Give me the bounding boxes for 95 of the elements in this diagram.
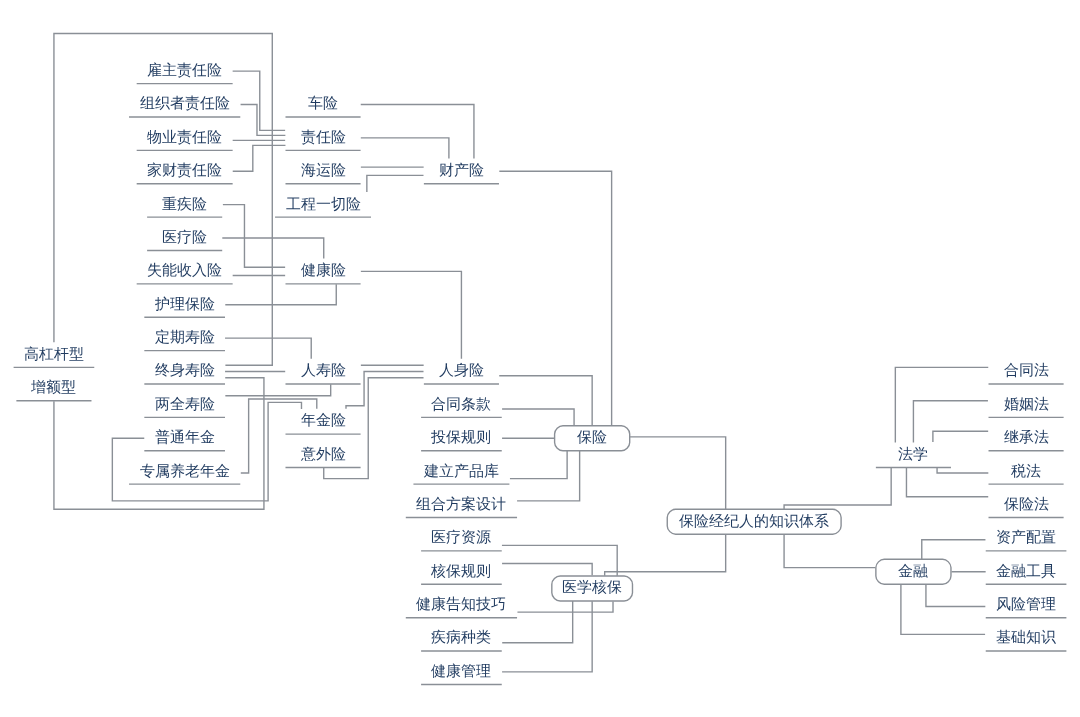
node-text: 两全寿险 — [154, 394, 215, 413]
node-text: 家财责任险 — [147, 160, 223, 179]
node-text: 医疗资源 — [431, 527, 492, 546]
node-text: 普通年金 — [154, 427, 215, 446]
node-text: 定期寿险 — [154, 327, 215, 346]
connector — [53, 32, 273, 366]
connector — [231, 69, 286, 131]
connector — [905, 466, 989, 497]
node-text: 海运险 — [300, 160, 346, 179]
connector — [224, 383, 332, 396]
node-text: 医疗险 — [162, 227, 208, 246]
connector — [501, 562, 593, 576]
connector — [501, 437, 555, 439]
connector — [900, 583, 986, 635]
connector — [501, 599, 593, 673]
connector — [222, 203, 286, 268]
connector — [240, 397, 318, 474]
connector — [360, 270, 463, 360]
node-text: 工程一切险 — [285, 194, 361, 213]
node-text: 组织者责任险 — [139, 93, 230, 112]
connector — [360, 136, 450, 159]
node-text: 保险法 — [1003, 494, 1049, 513]
node-text: 资产配置 — [996, 527, 1057, 546]
node-text: 人身险 — [438, 360, 484, 379]
node-text: 失能收入险 — [147, 260, 223, 279]
connector — [932, 430, 989, 443]
node-text: 高杠杆型 — [23, 344, 84, 363]
connector — [239, 103, 287, 136]
connector — [360, 165, 425, 168]
connector — [224, 370, 286, 372]
connector — [360, 103, 475, 159]
node-text: 年金险 — [300, 410, 346, 429]
connector — [950, 570, 987, 572]
node-box: 金融 — [875, 558, 952, 585]
connector — [516, 449, 581, 502]
node-text: 财产险 — [438, 160, 484, 179]
connector — [232, 144, 287, 172]
node-text: 核保规则 — [431, 561, 492, 580]
node-text: 物业责任险 — [147, 127, 223, 146]
node-text: 意外险 — [300, 444, 346, 463]
connector — [516, 600, 614, 613]
node-text: 雇主责任险 — [147, 60, 223, 79]
connector — [323, 376, 425, 479]
node-text: 健康管理 — [431, 661, 492, 680]
node-text: 专属养老年金 — [139, 461, 230, 480]
connector — [894, 366, 989, 443]
connector — [111, 401, 303, 502]
node-text: 护理保险 — [154, 294, 215, 313]
node-text: 税法 — [1011, 461, 1042, 480]
node-text: 增额型 — [31, 377, 77, 396]
node-box: 保险 — [553, 424, 631, 451]
node-text: 组合方案设计 — [416, 494, 507, 513]
node-text: 婚姻法 — [1003, 394, 1049, 413]
connector — [783, 466, 892, 510]
connector — [231, 274, 286, 276]
connector — [783, 533, 876, 568]
connector — [53, 376, 265, 510]
node-text: 基础知识 — [996, 627, 1057, 646]
connector — [925, 583, 987, 607]
node-text: 风险管理 — [996, 594, 1057, 613]
connector — [501, 544, 618, 576]
node-text: 责任险 — [300, 127, 346, 146]
connector — [231, 139, 286, 141]
node-text: 车险 — [308, 93, 339, 112]
connector — [603, 533, 727, 576]
connector — [912, 399, 989, 443]
connector — [345, 370, 425, 409]
node-text: 建立产品库 — [423, 461, 499, 480]
connector — [224, 283, 337, 305]
node-text: 终身寿险 — [154, 360, 215, 379]
connector — [509, 449, 568, 479]
connector — [921, 538, 987, 560]
node-text: 合同条款 — [431, 394, 492, 413]
connector — [221, 236, 325, 259]
connector — [498, 170, 613, 426]
connector — [501, 599, 574, 643]
node-text: 继承法 — [1003, 427, 1049, 446]
connector — [629, 435, 727, 510]
node-text: 人寿险 — [300, 360, 346, 379]
connector — [498, 374, 593, 426]
connector — [224, 336, 312, 359]
node-text: 法学 — [898, 444, 929, 463]
connector — [936, 466, 989, 474]
node-text: 金融工具 — [996, 561, 1057, 580]
node-text: 健康险 — [300, 260, 346, 279]
node-text: 疾病种类 — [431, 627, 492, 646]
node-text: 重疾险 — [162, 194, 208, 213]
node-text: 合同法 — [1003, 360, 1049, 379]
node-text: 投保规则 — [431, 427, 492, 446]
connector — [501, 407, 575, 426]
connector — [366, 174, 425, 193]
connector — [360, 364, 425, 366]
node-text: 健康告知技巧 — [416, 594, 507, 613]
node-box: 保险经纪人的知识体系 — [666, 508, 842, 535]
node-box: 医学核保 — [551, 574, 634, 602]
